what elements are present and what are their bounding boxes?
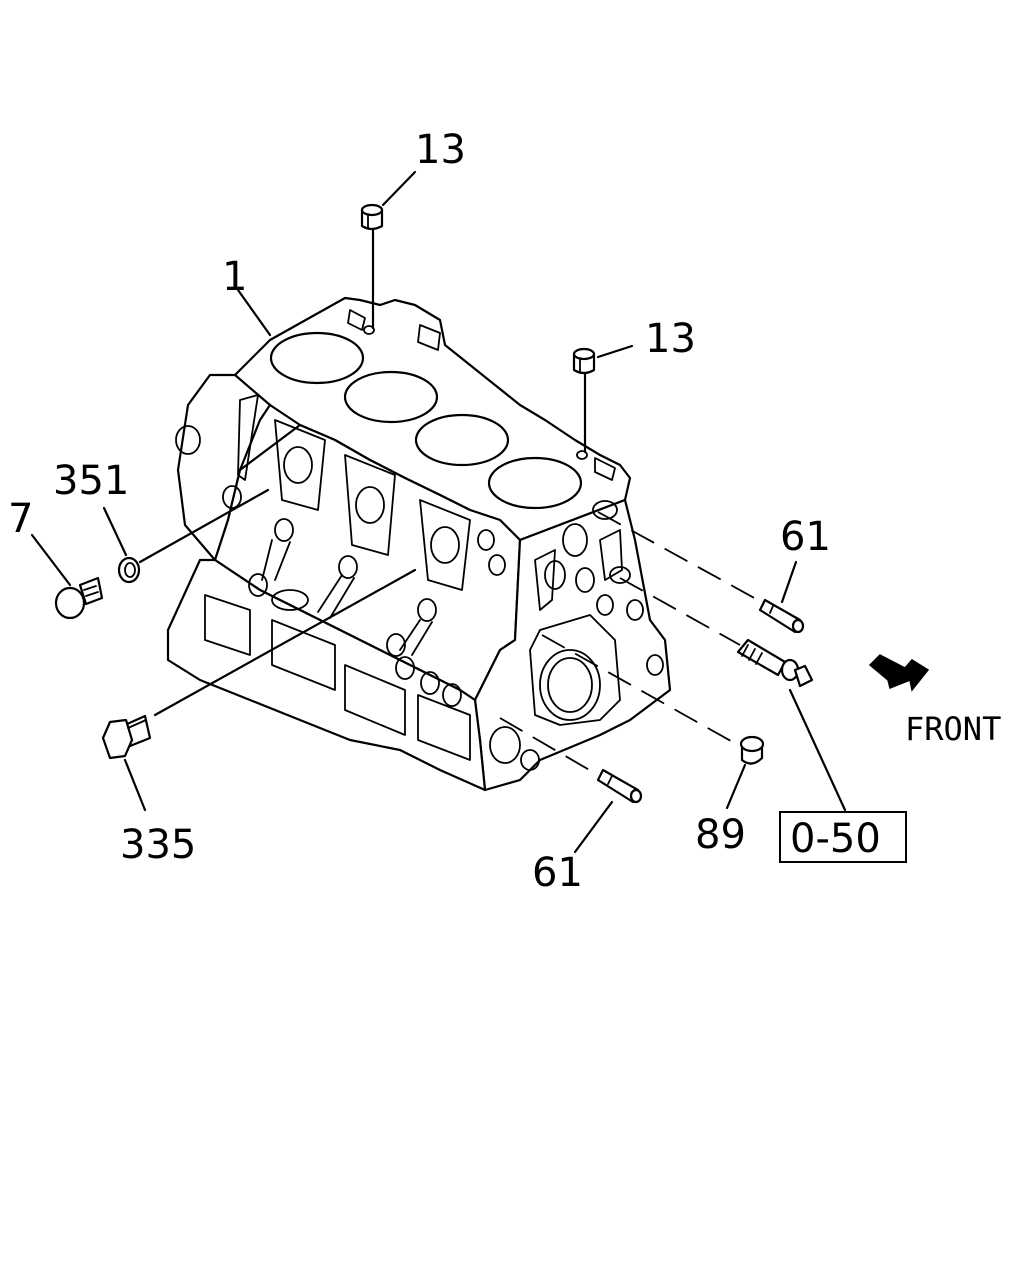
valve-part: [736, 638, 814, 688]
plug-large-part: [101, 714, 152, 760]
leader-lines: [30, 170, 847, 854]
callout-7: 7: [8, 496, 33, 542]
install-lines: [499, 511, 759, 776]
callout-13-right: 13: [645, 316, 696, 362]
cap-part: [739, 735, 765, 765]
dowel-top-part: [360, 203, 384, 231]
cylinder-block: [166, 296, 672, 792]
front-arrow-icon: [868, 654, 930, 692]
callout-61-bottom: 61: [532, 850, 583, 896]
callout-351: 351: [53, 458, 129, 504]
callout-335: 335: [120, 822, 196, 868]
callout-13-top: 13: [415, 127, 466, 173]
dowel-right-part: [572, 347, 596, 375]
front-label: FRONT: [905, 710, 1001, 748]
gasket-part: [117, 556, 141, 584]
callout-89: 89: [695, 812, 746, 858]
callout-61-right: 61: [780, 514, 831, 560]
reference-box: [779, 811, 907, 863]
pin-right-part: [758, 598, 805, 634]
callout-1: 1: [222, 254, 247, 300]
plug-small-part: [54, 576, 104, 620]
pin-bottom-part: [596, 768, 643, 804]
reference-label: 0-50: [790, 816, 881, 862]
